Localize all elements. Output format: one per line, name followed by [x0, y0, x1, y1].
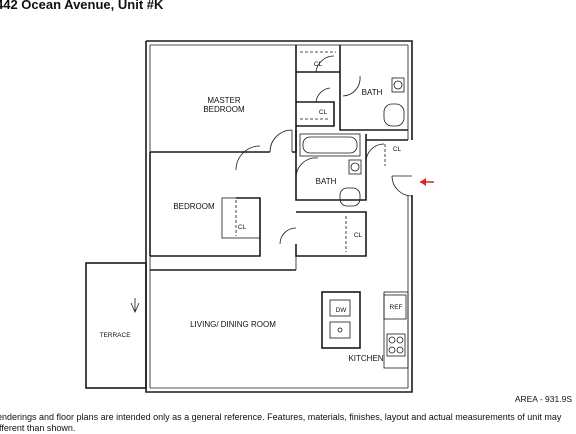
master-bedroom-label-2: BEDROOM	[203, 105, 245, 114]
closet-label-4: CL	[354, 232, 363, 239]
outer-wall	[145, 40, 413, 393]
bath-2-label: BATH	[316, 177, 337, 186]
closet-label-5: CL	[393, 146, 402, 153]
refrigerator-label: REF	[390, 304, 403, 311]
closet-label-2: CL	[319, 109, 328, 116]
area-label: AREA - 931.9S	[514, 394, 572, 404]
terrace-label: TERRACE	[99, 332, 131, 339]
page-title: 442 Ocean Avenue, Unit #K	[0, 0, 164, 12]
disclaimer-line-2: ifferent than shown.	[0, 423, 76, 433]
master-bedroom-label-1: MASTER	[207, 96, 241, 105]
living-room-label: LIVING/ DINING ROOM	[190, 320, 276, 329]
dishwasher-label: DW	[336, 307, 348, 314]
closet-label-3: CL	[238, 224, 247, 231]
bath-1-label: BATH	[362, 88, 383, 97]
disclaimer-line-1: enderings and floor plans are intended o…	[0, 412, 562, 422]
terrace-outline	[85, 262, 147, 389]
bedroom-label: BEDROOM	[173, 202, 215, 211]
disclaimer: enderings and floor plans are intended o…	[0, 412, 576, 434]
kitchen-label: KITCHEN	[348, 354, 383, 363]
closet-label-1: CL	[314, 61, 323, 68]
